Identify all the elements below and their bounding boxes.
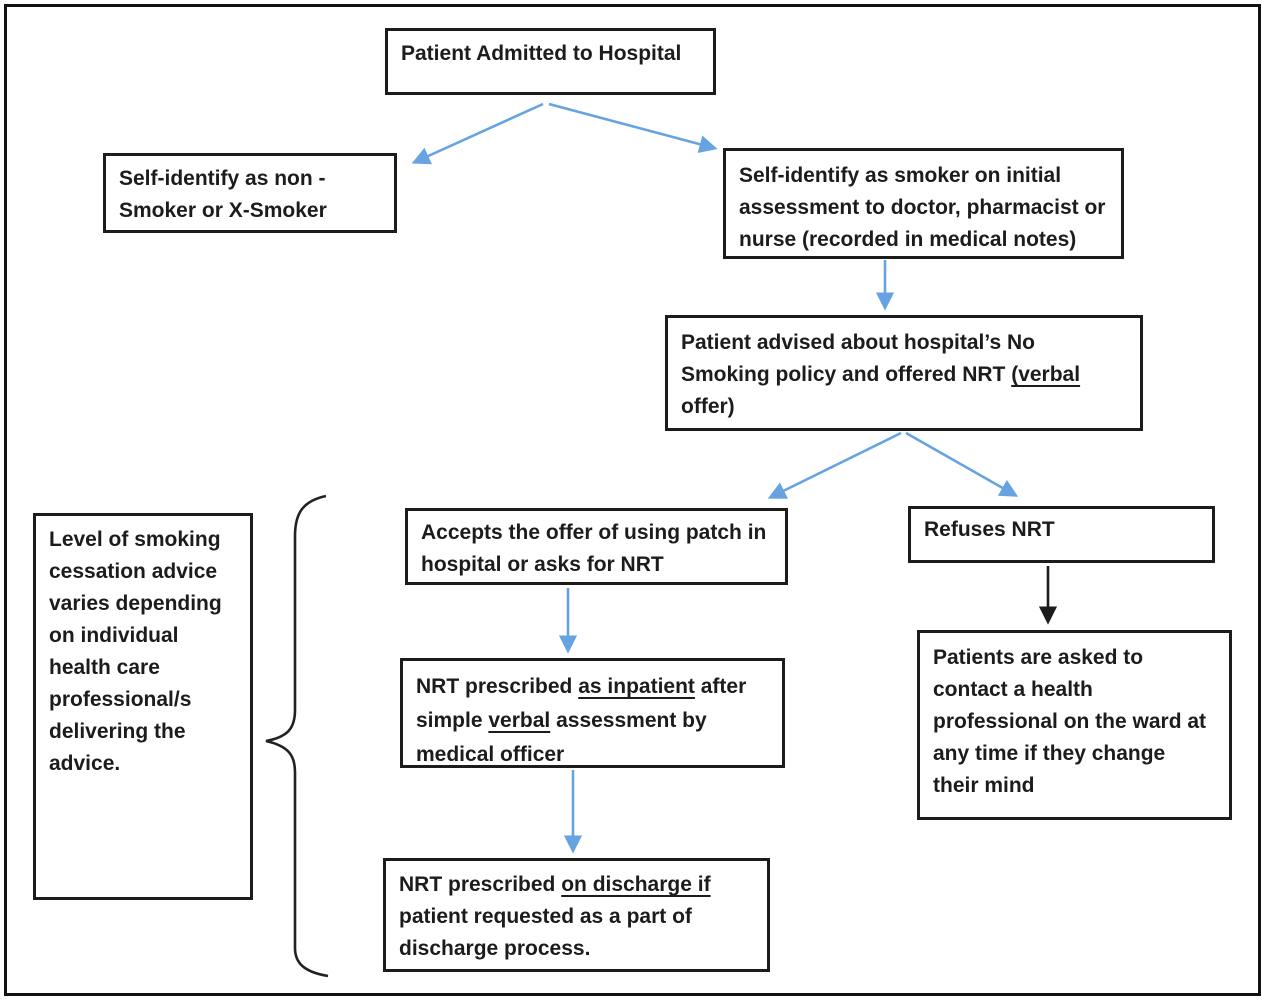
arrow-advised-to-accepts [767, 431, 902, 499]
text-line: professional/s [49, 688, 192, 711]
curly-brace [265, 494, 329, 978]
text-line: Self-identify as non - [119, 167, 326, 190]
node-no-smoking-policy-offer: Patient advised about hospital’s No Smoki… [665, 315, 1143, 431]
node-accepts-nrt-offer: Accepts the offer of using patch in hospi… [405, 508, 788, 585]
text-line: Patient advised about hospital’s No [681, 331, 1035, 354]
text-line: medical officer [416, 743, 565, 766]
text-line: Patients are asked to [933, 646, 1144, 669]
text-line: NRT prescribed as inpatient after [416, 675, 747, 698]
text-line: Level of smoking [49, 528, 221, 551]
text-line: discharge process. [399, 937, 591, 960]
text-line: varies depending [49, 592, 222, 615]
note-advice-level-varies: Level of smoking cessation advice varies d… [33, 513, 253, 900]
text-line: assessment to doctor, pharmacist or [739, 196, 1106, 219]
text-line: their mind [933, 774, 1035, 797]
text-line: Smoker or X-Smoker [119, 199, 327, 222]
text-line: health care [49, 656, 160, 679]
text-line: Refuses NRT [924, 518, 1055, 541]
node-contact-health-professional: Patients are asked to contact a health pro… [917, 630, 1232, 820]
node-nrt-prescribed-inpatient: NRT prescribed as inpatient after simple … [400, 658, 785, 768]
text-line: Smoking policy and offered NRT (verbal [681, 363, 1081, 386]
text-line: patient requested as a part of [399, 905, 692, 928]
text-line: on individual [49, 624, 179, 647]
text-line: cessation advice [49, 560, 218, 583]
arrow-admitted-to-smoker [548, 102, 718, 154]
text-line: NRT prescribed on discharge if [399, 873, 711, 896]
node-smoker-initial-assessment: Self-identify as smoker on initial assess… [723, 148, 1124, 259]
text-line: any time if they change [933, 742, 1166, 765]
node-refuses-nrt: Refuses NRT [908, 506, 1215, 563]
text-line: offer) [681, 395, 735, 418]
arrow-advised-to-refuses [905, 431, 1019, 497]
text-line: hospital or asks for NRT [421, 553, 664, 576]
text-line: Self-identify as smoker on initial [739, 164, 1062, 187]
text-line: Accepts the offer of using patch in [421, 521, 767, 544]
node-non-smoker: Self-identify as non - Smoker or X-Smoker [103, 153, 397, 233]
node-nrt-prescribed-discharge: NRT prescribed on discharge if patient re… [383, 858, 770, 972]
text-line: advice. [49, 752, 121, 775]
text-line: contact a health [933, 678, 1093, 701]
text-line: simple verbal assessment by [416, 709, 707, 732]
text-line: Patient Admitted to Hospital [401, 42, 682, 65]
text-line: nurse (recorded in medical notes) [739, 228, 1077, 251]
text-line: delivering the [49, 720, 186, 743]
text-line: professional on the ward at [933, 710, 1207, 733]
node-patient-admitted: Patient Admitted to Hospital [385, 28, 716, 95]
arrow-admitted-to-nonsmoker [411, 102, 544, 165]
